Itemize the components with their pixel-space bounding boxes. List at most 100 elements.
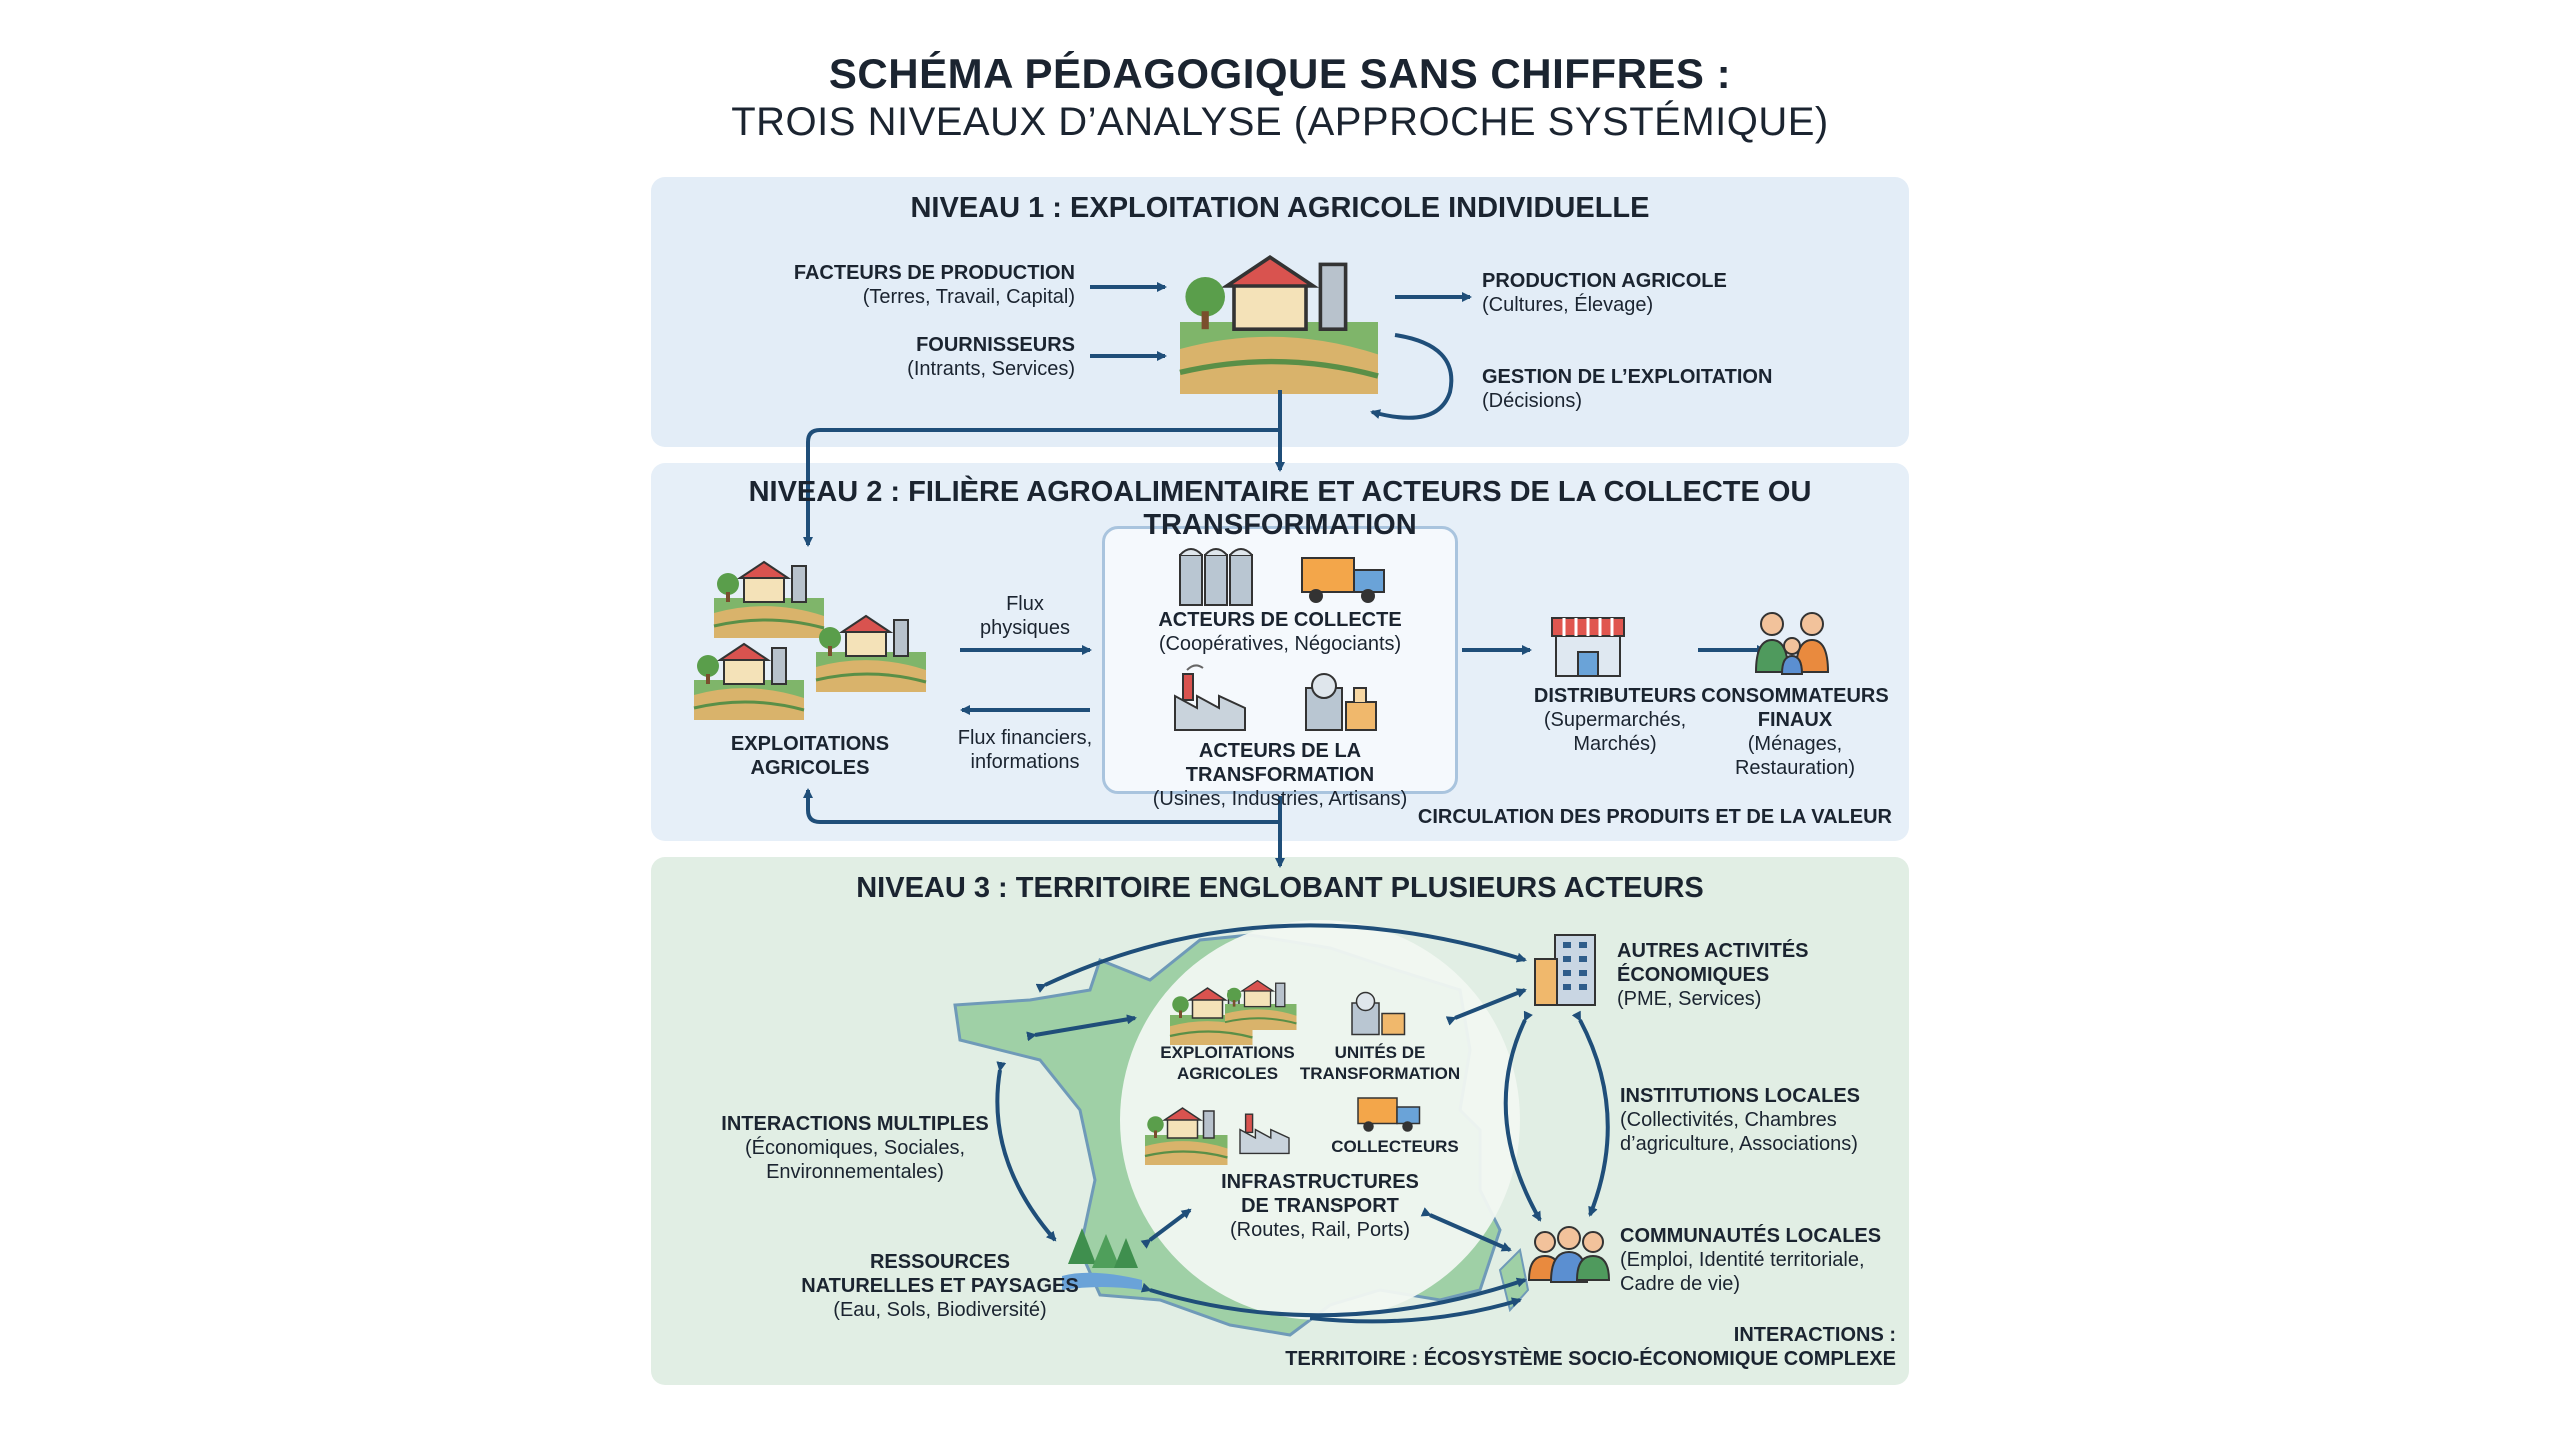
circle-unites-label: UNITÉS DE TRANSFORMATION — [1295, 1042, 1465, 1084]
flux-physiques-label: Flux physiques — [945, 592, 1105, 640]
facteurs-label: FACTEURS DE PRODUCTION (Terres, Travail,… — [700, 261, 1075, 309]
arrow-interactions-left — [995, 1061, 1057, 1242]
fournisseurs-title: FOURNISSEURS — [916, 334, 1075, 356]
consommateurs-line2: Restauration) — [1734, 757, 1856, 779]
collect-transform-box — [1102, 526, 1458, 794]
autres-label: AUTRES ACTIVITÉS ÉCONOMIQUES (PME, Servi… — [1617, 939, 1897, 1011]
processing-plant-icon — [1305, 673, 1377, 731]
communautes-line1: (Emploi, Identité territoriale, — [1620, 1249, 1865, 1271]
autres-detail: (PME, Services) — [1617, 988, 1762, 1010]
flux-financiers-line2: informations — [970, 751, 1080, 773]
flux-physiques-line2: physiques — [979, 617, 1071, 639]
arrow-map-right — [1445, 988, 1527, 1026]
institutions-line2: d’agriculture, Associations) — [1620, 1133, 1858, 1155]
fournisseurs-detail: (Intrants, Services) — [907, 358, 1075, 380]
arrow-map-bottom — [1140, 1277, 1527, 1318]
autres-title2: ÉCONOMIQUES — [1617, 964, 1770, 986]
gestion-detail: (Décisions) — [1482, 390, 1583, 412]
distributeurs-line2: Marchés) — [1573, 733, 1657, 755]
transformation-detail: (Usines, Industries, Artisans) — [1152, 788, 1408, 810]
consommateurs-title1: CONSOMMATEURS — [1701, 685, 1889, 707]
level3-title: NIVEAU 3 : TERRITOIRE ENGLOBANT PLUSIEUR… — [856, 872, 1704, 904]
consommateurs-line1: (Ménages, — [1747, 733, 1843, 755]
fournisseurs-label: FOURNISSEURS (Intrants, Services) — [700, 333, 1075, 381]
distributeurs-label: DISTRIBUTEURS (Supermarchés, Marchés) — [1500, 684, 1730, 756]
arrow-gestion-loop — [1370, 333, 1454, 420]
trees-water-icon — [1062, 1228, 1142, 1290]
flux-physiques-line1: Flux — [1006, 593, 1044, 615]
exploitations-line1: EXPLOITATIONS — [730, 733, 890, 755]
circle-collecteurs-label: COLLECTEURS — [1331, 1137, 1459, 1156]
autres-title1: AUTRES ACTIVITÉS — [1617, 940, 1809, 962]
arrow-infra-community — [1420, 1207, 1512, 1252]
interactions-title: INTERACTIONS MULTIPLES — [721, 1113, 989, 1135]
arrow-map-bottom-2 — [1309, 1297, 1522, 1324]
circle-exploitations-label: EXPLOITATIONS AGRICOLES — [1145, 1042, 1310, 1084]
office-building-icon — [1534, 934, 1596, 1006]
circle-infra-label: INFRASTRUCTURES DE TRANSPORT (Routes, Ra… — [1180, 1170, 1460, 1242]
institutions-line1: (Collectivités, Chambres — [1620, 1109, 1837, 1131]
arrow-building-community — [1503, 1010, 1542, 1222]
circle-exploitations-line2: AGRICOLES — [1176, 1064, 1279, 1083]
communautes-line2: Cadre de vie) — [1620, 1273, 1741, 1295]
footer-line2: TERRITOIRE : ÉCOSYSTÈME SOCIO-ÉCONOMIQUE… — [1285, 1348, 1896, 1370]
interactions-line2: Environnementales) — [766, 1161, 944, 1183]
shop-icon — [1551, 617, 1625, 677]
circle-exploitations-line1: EXPLOITATIONS — [1160, 1043, 1295, 1062]
community-icon — [1527, 1226, 1611, 1283]
farm-icon — [1180, 257, 1378, 394]
ressources-detail: (Eau, Sols, Biodiversité) — [833, 1299, 1047, 1321]
production-label: PRODUCTION AGRICOLE (Cultures, Élevage) — [1482, 269, 1862, 317]
small-truck-icon — [1357, 1097, 1421, 1132]
level2-title: NIVEAU 2 : FILIÈRE AGROALIMENTAIRE ET AC… — [748, 476, 1812, 541]
gestion-title: GESTION DE L’EXPLOITATION — [1482, 366, 1773, 388]
consommateurs-label: CONSOMMATEURS FINAUX (Ménages, Restaurat… — [1685, 684, 1905, 780]
production-detail: (Cultures, Élevage) — [1482, 294, 1654, 316]
arrow-return-exploitations — [803, 788, 1282, 824]
transformation-title: ACTEURS DE LA TRANSFORMATION — [1185, 740, 1375, 786]
flux-financiers-label: Flux financiers, informations — [935, 726, 1115, 774]
silo-icon — [1179, 548, 1253, 606]
facteurs-title: FACTEURS DE PRODUCTION — [793, 262, 1075, 284]
production-title: PRODUCTION AGRICOLE — [1482, 270, 1727, 292]
ressources-title2: NATURELLES ET PAYSAGES — [801, 1275, 1079, 1297]
distributeurs-title: DISTRIBUTEURS — [1533, 685, 1697, 707]
arrow-institutions — [1571, 1010, 1610, 1217]
collecte-detail: (Coopératives, Négociants) — [1158, 633, 1402, 655]
communautes-label: COMMUNAUTÉS LOCALES (Emploi, Identité te… — [1620, 1224, 1905, 1296]
level1-title: NIVEAU 1 : EXPLOITATION AGRICOLE INDIVID… — [910, 192, 1650, 224]
footer-label: INTERACTIONS : TERRITOIRE : ÉCOSYSTÈME S… — [1200, 1323, 1896, 1371]
circle-infra-line2: DE TRANSPORT — [1241, 1195, 1399, 1217]
facteurs-detail: (Terres, Travail, Capital) — [862, 286, 1075, 308]
title-line-1: SCHÉMA PÉDAGOGIQUE SANS CHIFFRES : — [828, 50, 1732, 97]
collecte-label: ACTEURS DE COLLECTE (Coopératives, Négoc… — [1105, 608, 1455, 656]
exploitations-label: EXPLOITATIONS AGRICOLES — [690, 732, 930, 780]
truck-icon — [1301, 557, 1385, 603]
circulation-label: CIRCULATION DES PRODUITS ET DE LA VALEUR — [1417, 806, 1892, 828]
gestion-label: GESTION DE L’EXPLOITATION (Décisions) — [1482, 365, 1862, 413]
arrow-map-top — [1035, 923, 1527, 993]
institutions-title: INSTITUTIONS LOCALES — [1620, 1085, 1860, 1107]
small-plant-icon — [1351, 991, 1406, 1036]
flux-financiers-line1: Flux financiers, — [957, 727, 1093, 749]
title-line-2: TROIS NIVEAUX D’ANALYSE (APPROCHE SYSTÉM… — [731, 100, 1829, 144]
circle-unites-line1: UNITÉS DE — [1334, 1043, 1426, 1062]
transformation-label: ACTEURS DE LA TRANSFORMATION (Usines, In… — [1105, 739, 1455, 811]
ressources-title1: RESSOURCES — [869, 1251, 1011, 1273]
ressources-label: RESSOURCES NATURELLES ET PAYSAGES (Eau, … — [790, 1250, 1090, 1322]
interactions-line1: (Économiques, Sociales, — [744, 1137, 966, 1159]
institutions-label: INSTITUTIONS LOCALES (Collectivités, Cha… — [1620, 1084, 1905, 1156]
exploitations-line2: AGRICOLES — [750, 757, 870, 779]
farm-cluster-icon — [692, 560, 928, 722]
collecte-title: ACTEURS DE COLLECTE — [1158, 609, 1402, 631]
factory-icon — [1174, 664, 1246, 731]
small-factory-icon — [1239, 1113, 1290, 1155]
footer-line1: INTERACTIONS : — [1733, 1324, 1896, 1346]
family-icon — [1754, 612, 1830, 675]
circle-infra-detail: (Routes, Rail, Ports) — [1229, 1219, 1411, 1241]
circle-unites-line2: TRANSFORMATION — [1299, 1064, 1461, 1083]
arrow-ressources-circle — [1140, 1208, 1192, 1249]
circle-infra-line1: INFRASTRUCTURES — [1221, 1171, 1419, 1193]
communautes-title: COMMUNAUTÉS LOCALES — [1620, 1225, 1882, 1247]
